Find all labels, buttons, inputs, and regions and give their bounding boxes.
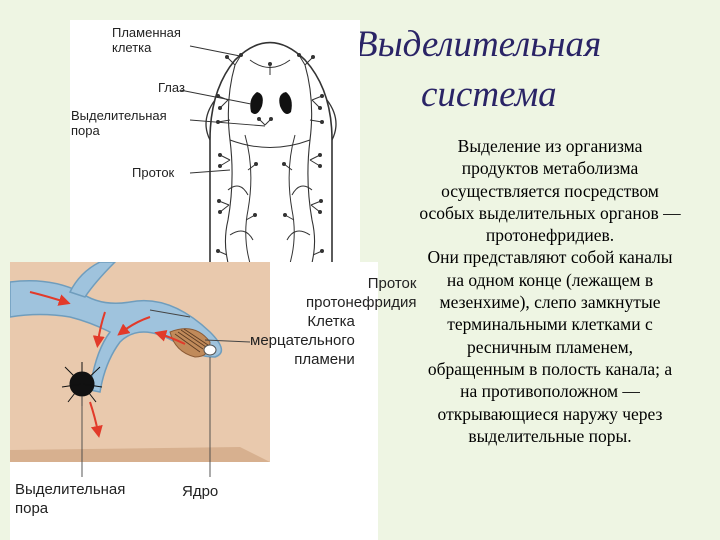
body-line: Выделение из организма	[457, 136, 643, 156]
body-line: Они представляют собой каналы	[427, 247, 673, 268]
body-line: особых выделительных органов —	[419, 202, 681, 223]
body-line: обращенным в полость канала; а	[427, 358, 673, 379]
body-line: открывающиеся наружу через	[437, 403, 663, 424]
body-line: продуктов метаболизма	[461, 158, 639, 179]
body-text: Выделение из организма продуктов метабол…	[382, 135, 718, 447]
title-line-1: Выделительная	[355, 24, 602, 65]
label-excretory-pore: Выделительная пора	[15, 481, 126, 517]
label-nucleus: Ядро	[182, 483, 219, 500]
nucleus	[203, 344, 217, 356]
body-line: на одном конце (лежащем в	[446, 269, 654, 290]
label-protonephridium-duct: Проток протонефридия	[306, 275, 417, 311]
protonephridium-figure: Проток протонефридия Клетка мерцательног…	[10, 262, 416, 540]
eye-left	[250, 92, 263, 114]
label-duct: Проток	[132, 165, 175, 180]
planarian-drawing	[179, 41, 337, 270]
title-line-2: система	[421, 74, 557, 115]
label-eye: Глаз	[158, 80, 185, 95]
eye-right	[279, 92, 292, 114]
label-excretory-pore: Выделительная пора	[71, 108, 167, 138]
body-line: на противоположном —	[460, 381, 640, 402]
body-line: осуществляется посредством	[441, 180, 659, 201]
label-flame-cell: Клетка мерцательного пламени	[250, 313, 355, 368]
planarian-figure: Пламенная клетка Глаз Выделительная пора…	[70, 20, 360, 270]
body-line: терминальными клетками с	[447, 314, 653, 335]
protonephridium-drawing	[10, 262, 270, 477]
body-line: протонефридиев.	[485, 225, 615, 246]
label-flame-cell: Пламенная клетка	[112, 25, 181, 55]
slide-title: Выделительная система	[355, 20, 655, 120]
body-line: мезенхиме), слепо замкнутые	[439, 292, 661, 313]
body-line: выделительные поры.	[468, 425, 632, 446]
body-line: ресничным пламенем,	[466, 336, 634, 357]
body-outline	[209, 41, 333, 270]
